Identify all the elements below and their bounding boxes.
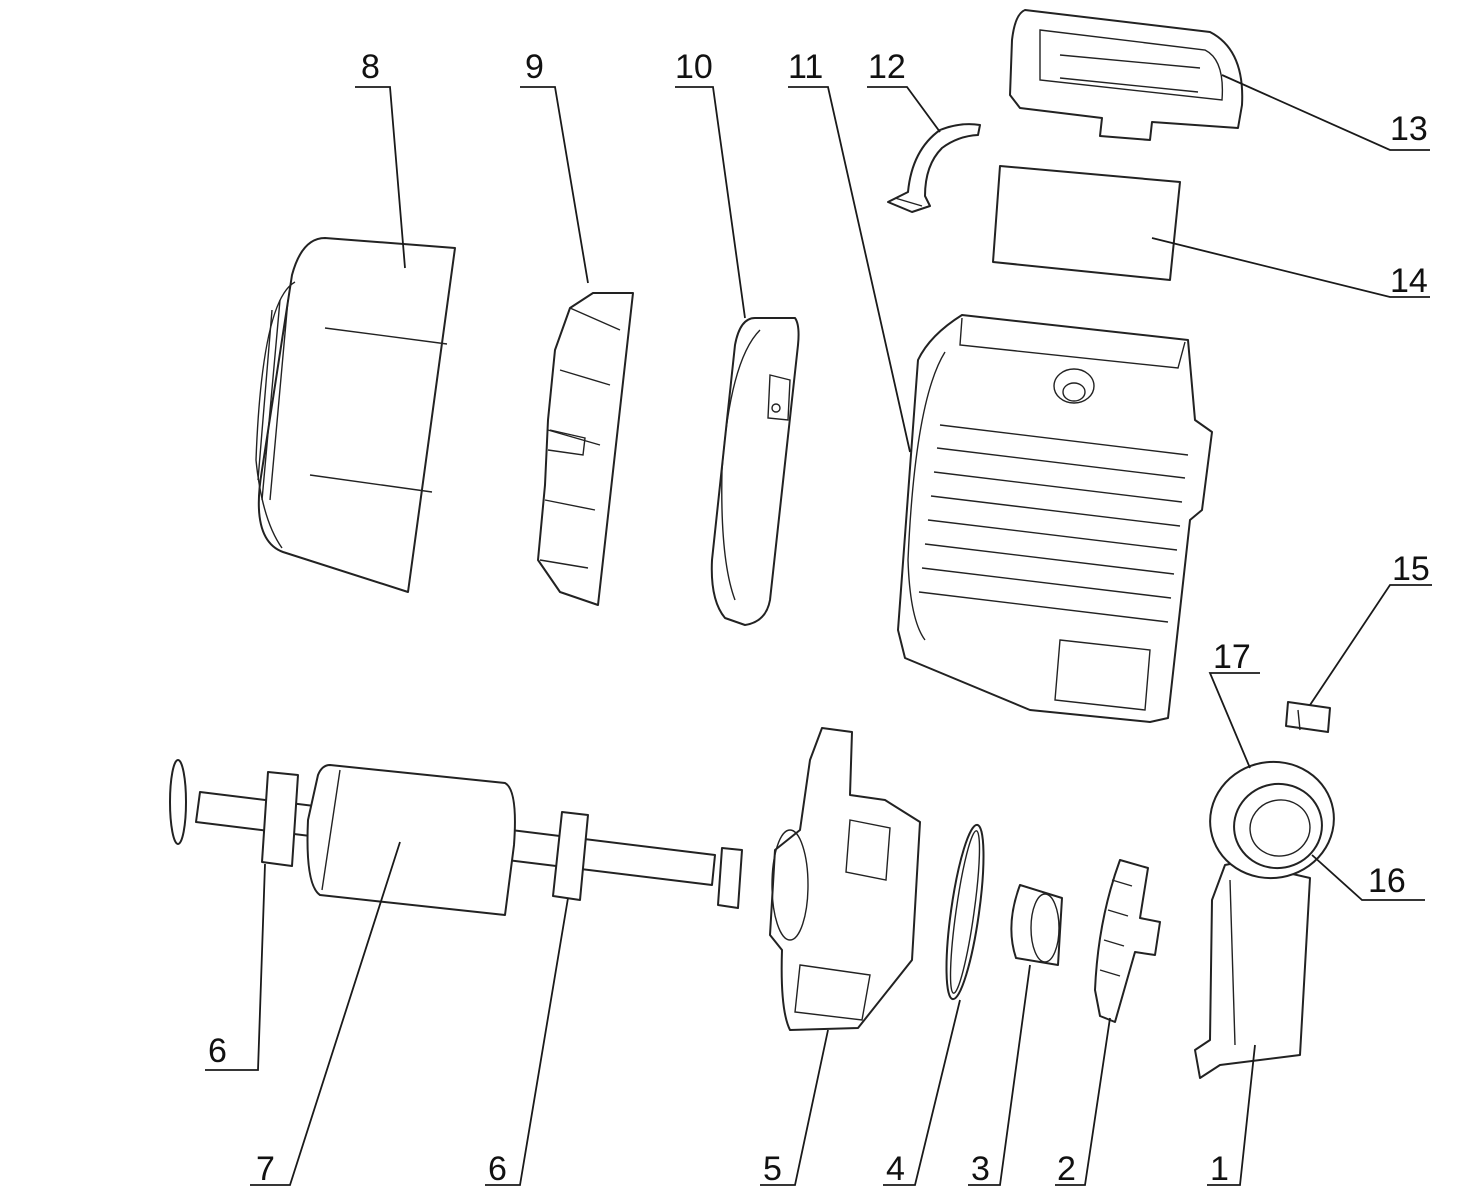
label-15: 15 <box>1392 550 1430 588</box>
part-16-inlet-port <box>1233 782 1323 870</box>
leader-10 <box>675 86 746 319</box>
part-labels: 8 9 10 11 12 13 14 15 17 16 6 7 6 5 4 3 … <box>208 48 1430 1188</box>
leader-1 <box>1207 1044 1256 1186</box>
part-3-mechanical-seal <box>1010 884 1063 966</box>
part-10-end-shield <box>710 317 800 626</box>
label-2: 2 <box>1057 1150 1076 1188</box>
leader-2 <box>1055 1017 1111 1186</box>
leader-8 <box>355 86 406 269</box>
label-1: 1 <box>1210 1150 1229 1188</box>
label-9: 9 <box>525 48 544 86</box>
leader-6a <box>205 863 266 1071</box>
part-6-bearing-left <box>261 771 299 867</box>
leader-6b <box>485 897 569 1186</box>
label-11: 11 <box>788 48 823 86</box>
label-14: 14 <box>1390 262 1428 300</box>
part-15-connector <box>1285 701 1331 733</box>
label-12: 12 <box>868 48 906 86</box>
label-5: 5 <box>763 1150 782 1188</box>
leader-13 <box>1221 74 1430 151</box>
label-8: 8 <box>361 48 380 86</box>
leader-12 <box>867 86 941 133</box>
label-17: 17 <box>1213 638 1251 676</box>
leader-5 <box>760 1029 829 1186</box>
label-13: 13 <box>1390 110 1428 148</box>
part-7-rotor-shaft <box>195 764 716 916</box>
leader-lines <box>205 74 1432 1186</box>
shaft-seal-small <box>717 847 743 909</box>
label-16: 16 <box>1368 862 1406 900</box>
leader-7 <box>250 841 401 1186</box>
shaft-ring <box>169 759 187 845</box>
part-1-pump-body <box>1194 861 1311 1079</box>
label-10: 10 <box>675 48 713 86</box>
part-11-motor-housing <box>897 314 1213 723</box>
part-8-fan-cover <box>255 237 456 593</box>
label-3: 3 <box>971 1150 990 1188</box>
label-4: 4 <box>886 1150 905 1188</box>
leader-14 <box>1151 237 1430 298</box>
leader-11 <box>788 86 911 453</box>
label-6-left: 6 <box>208 1032 227 1070</box>
leader-9 <box>520 86 589 284</box>
label-7: 7 <box>256 1150 275 1188</box>
label-6-right: 6 <box>488 1150 507 1188</box>
leader-3 <box>968 964 1031 1186</box>
part-4-o-ring <box>945 823 985 1001</box>
part-9-fan <box>537 292 634 606</box>
leader-15 <box>1309 584 1432 706</box>
part-12-clip <box>887 123 981 213</box>
leader-17 <box>1208 672 1260 769</box>
part-5-flange <box>769 727 921 1031</box>
part-13-terminal-box-cover <box>1009 9 1244 141</box>
leader-4 <box>883 999 961 1186</box>
part-2-impeller <box>1094 859 1161 1023</box>
part-14-capacitor <box>992 165 1181 281</box>
leader-16 <box>1311 854 1425 901</box>
part-6-bearing-right <box>552 811 589 901</box>
